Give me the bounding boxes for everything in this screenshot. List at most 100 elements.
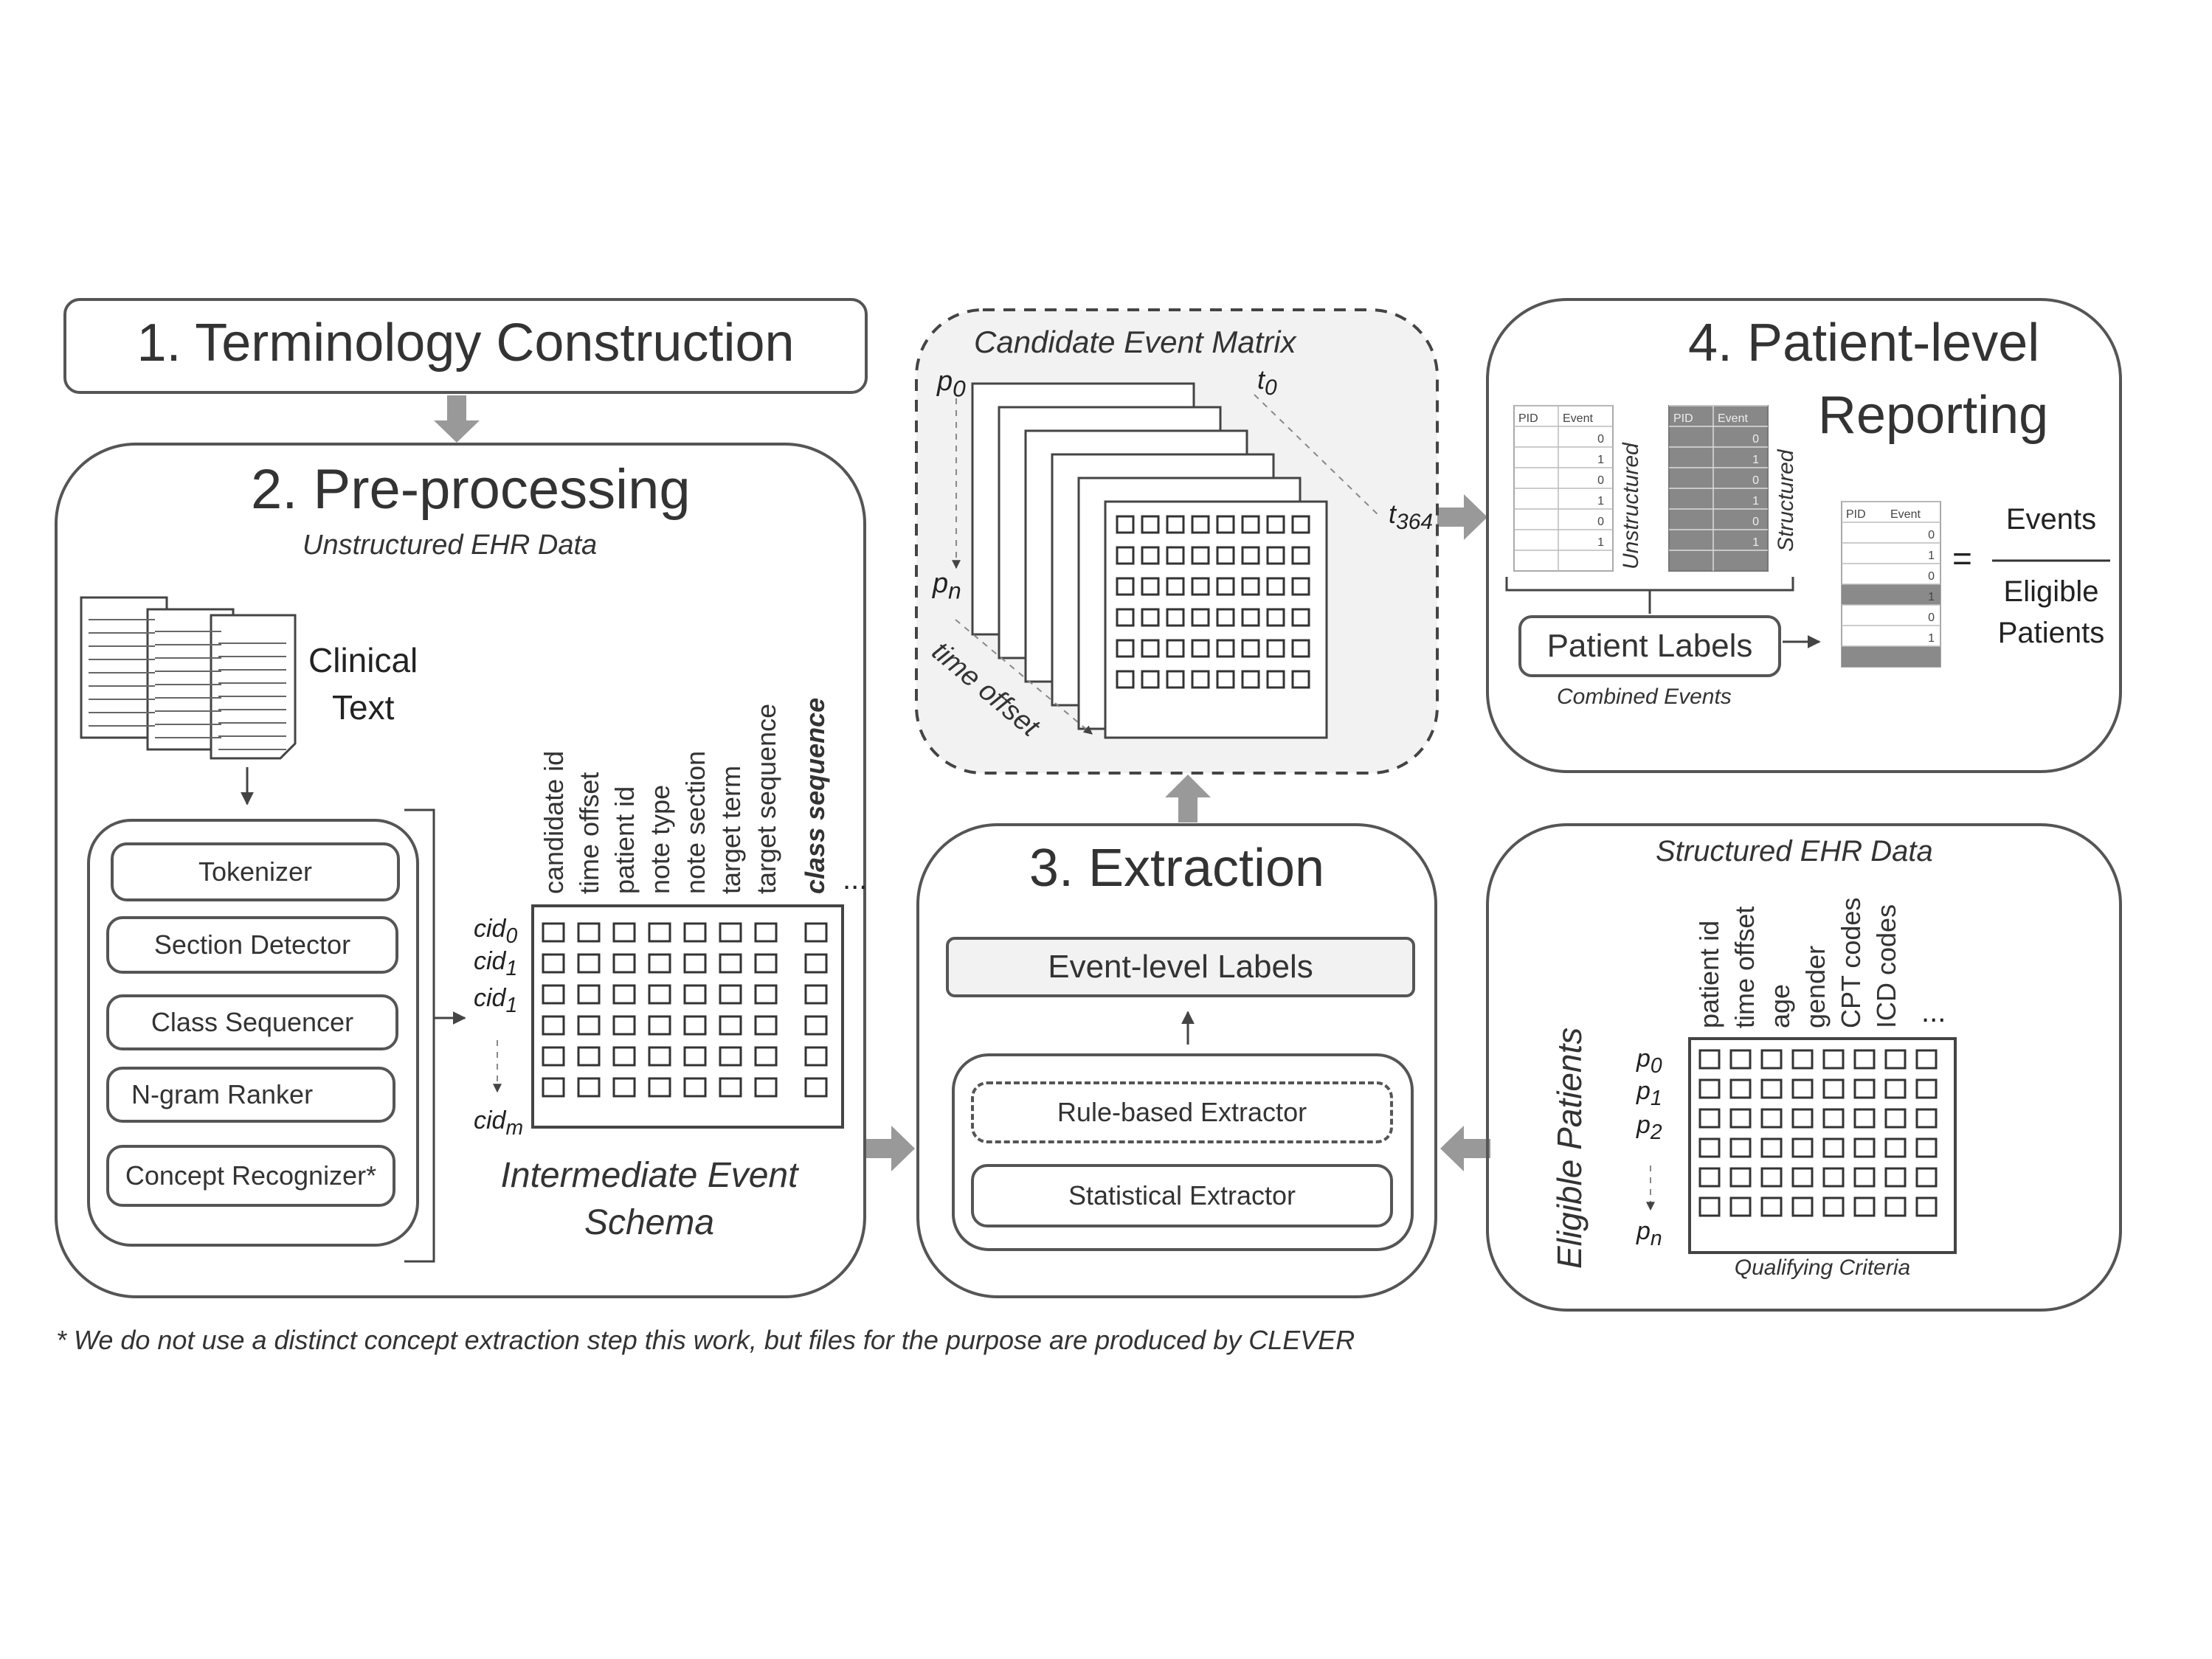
structured-column-header: patient id (1694, 920, 1724, 1028)
matrix-cell (1191, 546, 1210, 565)
structured-cell (1698, 1078, 1721, 1099)
result-table-value: 0 (1928, 612, 1935, 624)
schema-cell (612, 1046, 636, 1067)
schema-cell (754, 984, 778, 1005)
matrix-cell (1191, 515, 1210, 534)
structured-cell (1698, 1108, 1721, 1129)
rule-based-extractor: Rule-based Extractor (971, 1081, 1393, 1143)
preprocessing-subtitle: Unstructured EHR Data (303, 530, 598, 561)
schema-row-label: cid0 (474, 915, 518, 948)
matrix-t0-label: t0 (1257, 364, 1277, 401)
schema-cell (719, 984, 742, 1005)
mini-table-value: 0 (1752, 433, 1759, 446)
structured-cell (1915, 1137, 1938, 1158)
schema-cell (542, 1046, 565, 1067)
schema-column-header: note section (680, 750, 711, 894)
structured-cell (1822, 1078, 1845, 1099)
terminology-box (63, 298, 868, 394)
schema-row-label: cid1 (474, 947, 518, 980)
combined-events-label: Combined Events (1557, 685, 1732, 709)
matrix-cell (1141, 515, 1160, 534)
matrix-cell (1116, 608, 1135, 627)
mini-table-value: 1 (1597, 495, 1604, 508)
reporting-title-2: Reporting (1818, 386, 2049, 445)
structured-cell (1760, 1049, 1783, 1070)
structured-cell (1729, 1049, 1752, 1070)
reporting-title-1: 4. Patient-level (1688, 314, 2040, 373)
schema-column-header: target sequence (751, 703, 781, 894)
structured-cell (1822, 1108, 1845, 1129)
structured-row-label: pn (1636, 1217, 1662, 1250)
structured-cell (1884, 1078, 1907, 1099)
schema-cell (612, 1015, 636, 1036)
structured-column-header: time offset (1729, 906, 1760, 1028)
structured-cell (1760, 1196, 1783, 1217)
structured-cell (1915, 1196, 1938, 1217)
schema-cell (577, 1077, 601, 1098)
structured-cell (1915, 1108, 1938, 1129)
structured-cell (1698, 1137, 1721, 1158)
schema-cell (719, 1077, 742, 1098)
extraction-title: 3. Extraction (1029, 839, 1325, 898)
matrix-cell (1141, 577, 1160, 596)
mini-table-value: 0 (1597, 474, 1604, 487)
structured-cell (1791, 1108, 1814, 1129)
structured-cell (1853, 1108, 1876, 1129)
matrix-cell (1116, 577, 1135, 596)
structured-cell (1853, 1137, 1876, 1158)
schema-cell (542, 953, 565, 974)
schema-cell (804, 1015, 828, 1036)
matrix-cell (1191, 670, 1210, 689)
structured-cell (1915, 1049, 1938, 1070)
schema-column-header: note type (645, 784, 675, 894)
schema-cell (683, 922, 707, 943)
structured-cell (1698, 1167, 1721, 1188)
section-detector-module: Section Detector (106, 916, 398, 974)
schema-cell (683, 984, 707, 1005)
result-table-header: Event (1890, 508, 1921, 521)
matrix-cell (1291, 515, 1310, 534)
structured-cell (1729, 1078, 1752, 1099)
matrix-cell (1141, 639, 1160, 658)
matrix-cell (1241, 515, 1260, 534)
mini-table-header: PID (1518, 412, 1538, 425)
structured-cell (1822, 1167, 1845, 1188)
schema-cell (577, 953, 601, 974)
schema-column-header: patient id (609, 786, 640, 894)
matrix-cell (1266, 639, 1285, 658)
mini-table-value: 1 (1752, 454, 1759, 466)
schema-cell (754, 1015, 778, 1036)
structured-column-header: age (1765, 983, 1795, 1028)
structured-cell (1884, 1167, 1907, 1188)
matrix-pn-label: pn (933, 568, 961, 604)
matrix-cell (1216, 546, 1235, 565)
matrix-cell (1266, 670, 1285, 689)
matrix-cell (1216, 577, 1235, 596)
matrix-cell (1241, 639, 1260, 658)
schema-cell (577, 1015, 601, 1036)
candidate-matrix-title: Candidate Event Matrix (974, 325, 1296, 359)
matrix-cell (1216, 670, 1235, 689)
matrix-cell (1116, 639, 1135, 658)
structured-cell (1915, 1078, 1938, 1099)
structured-row-label: p2 (1636, 1111, 1662, 1144)
matrix-cell (1241, 577, 1260, 596)
schema-cell (542, 984, 565, 1005)
schema-cell (612, 922, 636, 943)
schema-cell (577, 1046, 601, 1067)
schema-column-header: target term (716, 765, 746, 894)
schema-cell (648, 984, 671, 1005)
matrix-cells (1116, 515, 1310, 689)
document-stack (80, 596, 297, 760)
schema-cell (542, 922, 565, 943)
schema-cell (804, 953, 828, 974)
schema-cell (542, 1077, 565, 1098)
result-table-value: 1 (1928, 591, 1935, 603)
structured-cell (1884, 1049, 1907, 1070)
matrix-cell (1291, 546, 1310, 565)
matrix-cell (1191, 608, 1210, 627)
structured-cell (1791, 1196, 1814, 1217)
schema-cell (754, 1077, 778, 1098)
flow-arrows (434, 395, 1490, 1171)
matrix-p0-label: p0 (937, 366, 966, 402)
